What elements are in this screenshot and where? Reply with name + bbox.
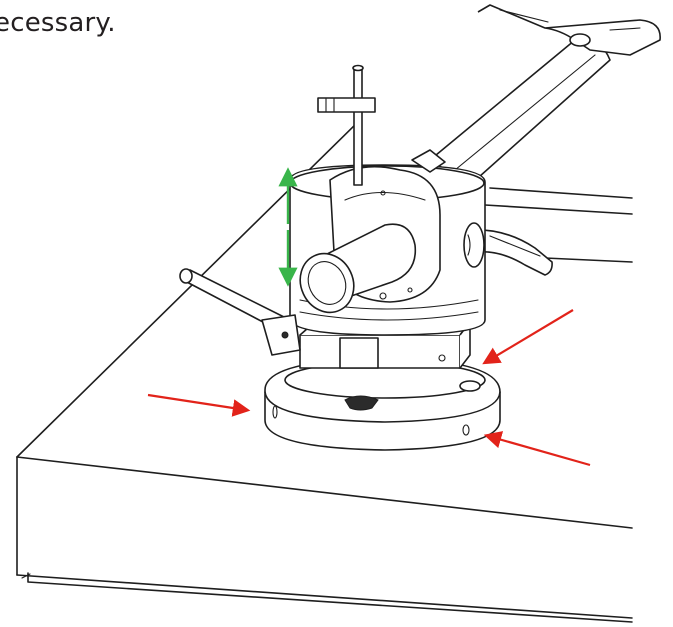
tonearm	[429, 4, 661, 186]
plinth	[16, 119, 633, 623]
lift-pin	[179, 268, 301, 356]
base-ring	[264, 357, 501, 451]
antiskate-post	[317, 64, 376, 186]
annotation-arrows	[147, 167, 591, 467]
caption-text: ecessary.	[0, 8, 116, 38]
red-arrow-right-bottom	[483, 431, 591, 467]
cue-lever	[469, 229, 553, 276]
red-arrow-left	[147, 393, 251, 417]
counterweight	[299, 223, 417, 314]
red-arrow-right-top	[482, 309, 574, 365]
